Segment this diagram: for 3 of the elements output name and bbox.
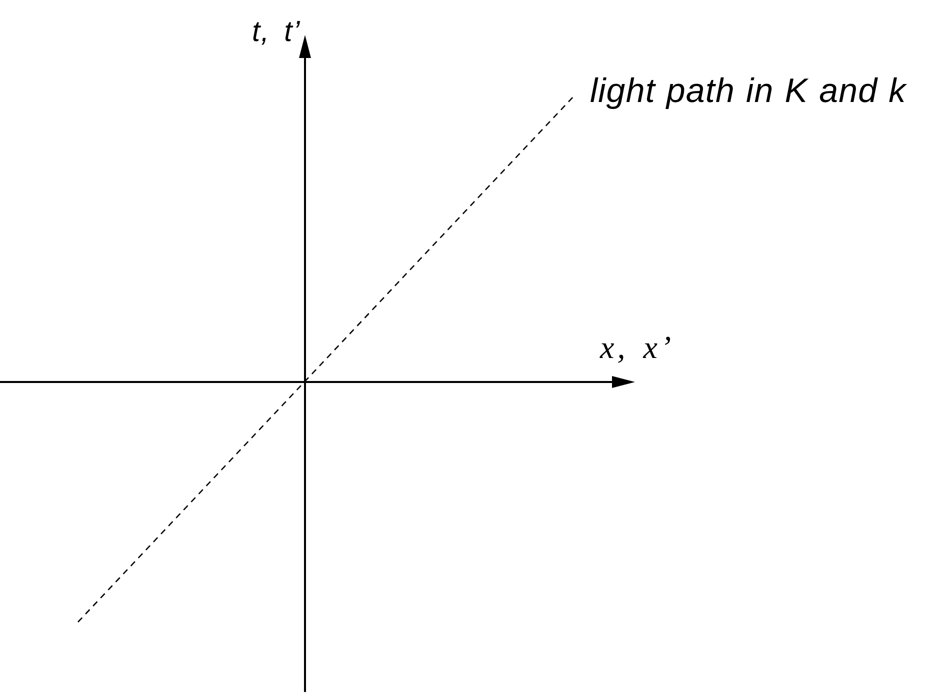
axis-label: x, x’ — [600, 331, 674, 363]
axis-label: t, t’ — [252, 18, 301, 47]
line-label: light path in K and k — [590, 74, 906, 108]
